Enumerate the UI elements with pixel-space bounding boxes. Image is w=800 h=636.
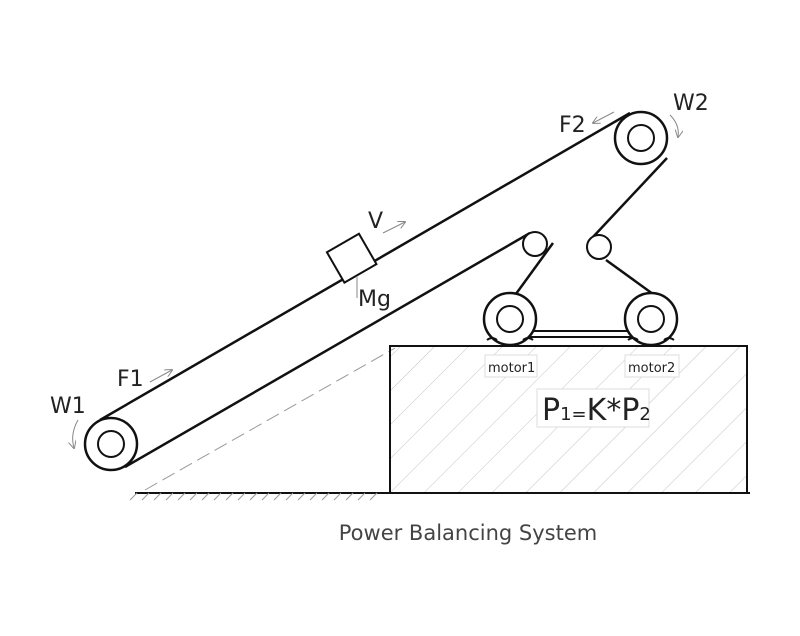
diagram-caption: Power Balancing System: [339, 521, 597, 545]
load-block: [325, 232, 378, 284]
label-w1: W1: [50, 394, 86, 419]
motor2-label-box: [624, 354, 680, 378]
idler-pulley-right: [586, 234, 612, 260]
w2-rotation-arrow: [669, 114, 678, 137]
f1-arrow: [149, 370, 172, 383]
v-arrow: [382, 222, 405, 234]
idler-pulley-left: [522, 231, 548, 257]
label-v: V: [368, 209, 383, 234]
label-f2: F2: [559, 113, 586, 138]
f2-arrow: [593, 111, 615, 123]
label-mg: Mg: [358, 287, 391, 312]
pulley-w2: [613, 110, 669, 166]
pulley-w1: [83, 416, 139, 472]
slope-reference-line: [144, 347, 396, 491]
label-f1: F1: [117, 367, 144, 392]
formula-text: P1=K*P2: [542, 393, 651, 428]
motor1-label-box: [484, 354, 538, 378]
label-motor1: motor1: [488, 361, 535, 376]
motor2-pulley: [623, 291, 679, 347]
direction-arrows: [73, 111, 679, 448]
motor1-pulley: [482, 291, 538, 347]
w1-rotation-arrow: [73, 419, 79, 448]
label-motor2: motor2: [628, 361, 675, 376]
label-w2: W2: [673, 91, 709, 116]
formula-box: [536, 388, 650, 428]
ground: [129, 492, 750, 501]
